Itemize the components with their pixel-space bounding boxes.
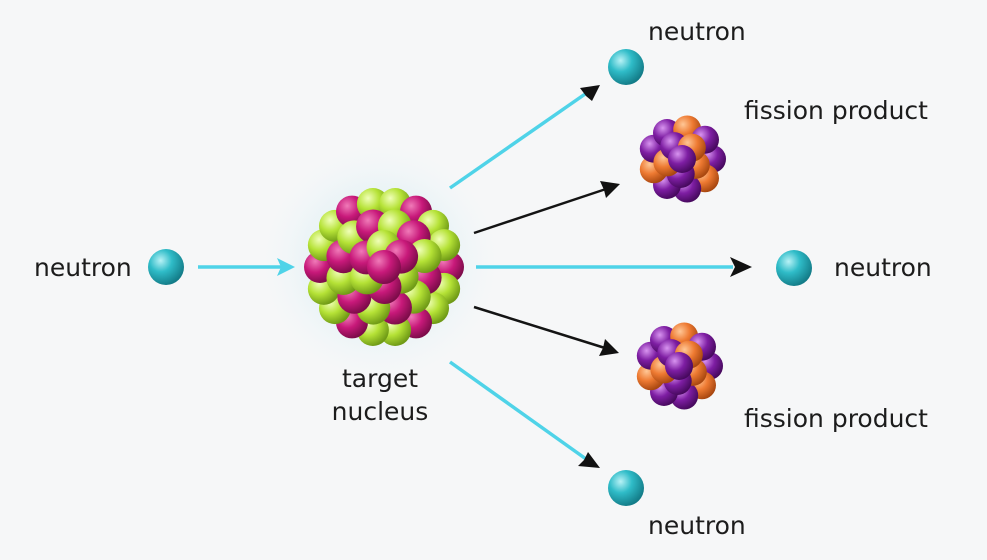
target-nucleus	[304, 187, 464, 347]
arrowhead-bottom-product	[599, 339, 619, 356]
target-nucleus-label: target nucleus	[318, 362, 442, 428]
fission-product-bottom	[636, 322, 723, 410]
incoming-neutron-label: neutron	[34, 253, 132, 282]
fission-product-top-label: fission product	[744, 96, 928, 125]
arrow-to-top-product	[473, 187, 607, 235]
nucleon-a	[668, 145, 696, 173]
neutron-top-label: neutron	[648, 17, 746, 46]
incoming-arrowhead	[277, 258, 295, 276]
product-arrows	[473, 181, 620, 356]
arrowhead-top-neutron	[580, 85, 600, 101]
neutron-middle-label: neutron	[834, 253, 932, 282]
arrowhead-top-product	[600, 181, 620, 198]
neutron-bottom	[608, 470, 644, 506]
arrow-to-bottom-neutron	[448, 360, 588, 461]
neutron-middle	[776, 250, 812, 286]
fission-product-bottom-label: fission product	[744, 404, 928, 433]
fission-product-top	[639, 115, 726, 203]
neutron-top	[608, 49, 644, 85]
target-label-line1: target	[341, 364, 418, 393]
arrow-to-bottom-product	[473, 305, 606, 350]
arrowhead-bottom-neutron	[578, 452, 600, 468]
incoming-neutron	[148, 249, 184, 285]
arrowhead-middle-neutron	[730, 257, 752, 277]
nucleon-a	[367, 250, 401, 284]
neutron-arrows	[198, 85, 752, 468]
neutron-bottom-label: neutron	[648, 511, 746, 540]
nucleon-a	[665, 352, 693, 380]
target-label-line2: nucleus	[331, 397, 429, 426]
arrow-to-top-neutron	[449, 90, 589, 190]
